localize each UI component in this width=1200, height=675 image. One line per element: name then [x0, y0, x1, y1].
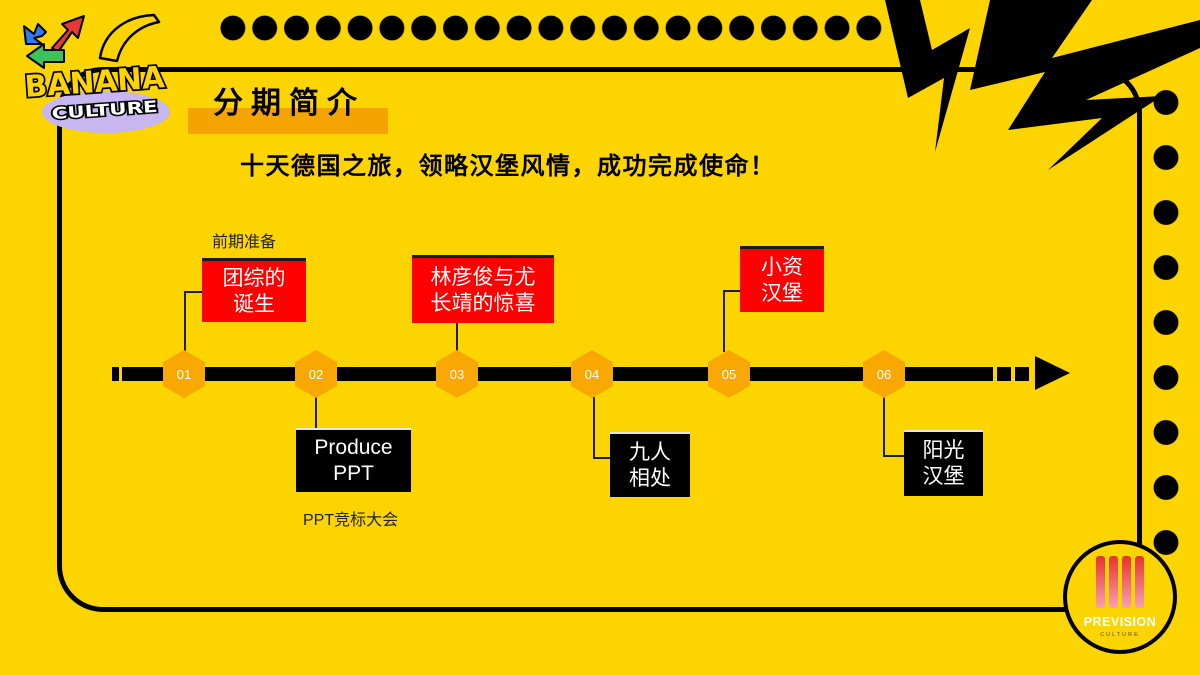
connector-05 [723, 290, 740, 292]
timeline-node-02: 02 [295, 350, 337, 398]
timeline-start-cap [112, 367, 119, 381]
green-arrow-icon [26, 43, 65, 69]
logo-bar [1135, 556, 1144, 608]
node-number: 01 [176, 366, 192, 382]
connector-02 [315, 397, 317, 428]
node-label-box-03: 林彦俊与尤 长靖的惊喜 [412, 255, 554, 323]
banana-culture-logo: BANANA CULTURE [22, 13, 170, 133]
node-label-line: 九人 [629, 440, 671, 464]
node-label-line: PPT [333, 462, 374, 485]
top-dot-pattern [217, 12, 885, 44]
timeline-end-cap [997, 367, 1011, 381]
node-label-line: 林彦俊与尤 [430, 265, 536, 289]
node-label-box-04: 九人 相处 [610, 432, 690, 497]
logo-text-culture: CULTURE [1100, 632, 1140, 638]
node-label-line: 诞生 [233, 292, 275, 316]
banana-icon [98, 13, 161, 63]
connector-03 [456, 322, 458, 352]
prevision-culture-logo: PREVISION CULTURE [1063, 540, 1177, 654]
red-arrow-icon [51, 15, 85, 53]
node-label-line: 汉堡 [922, 465, 965, 488]
lightning-bolt-large [970, 0, 1200, 170]
node-label-line: 团综的 [222, 266, 286, 290]
arrow-head-icon [1035, 356, 1070, 390]
logo-bar [1122, 556, 1131, 608]
node-label-line: 小资 [761, 255, 803, 279]
connector-04 [593, 397, 595, 458]
timeline-node-01: 01 [163, 350, 205, 398]
node-note-01: 前期准备 [212, 234, 277, 251]
logo-purple-blob [42, 91, 170, 133]
logo-bar [1096, 556, 1105, 608]
node-label-box-05: 小资 汉堡 [740, 246, 824, 312]
title-underline-bar [188, 108, 388, 134]
page-title: 分期简介 [213, 86, 365, 121]
connector-04 [593, 457, 610, 459]
node-label-box-02: Produce PPT [296, 428, 411, 492]
connector-06 [883, 397, 885, 456]
lightning-bolt-small [885, 0, 970, 152]
node-number: 05 [721, 366, 737, 382]
node-label-line: 汉堡 [761, 281, 803, 305]
logo-text-banana: BANANA [24, 60, 167, 105]
logo-circle [1063, 540, 1177, 654]
timeline-node-04: 04 [571, 350, 613, 398]
slide-subtitle: 十天德国之旅，领略汉堡风情，成功完成使命！ [240, 152, 776, 180]
connector-01 [184, 291, 186, 351]
node-label-box-01: 团综的 诞生 [202, 258, 306, 322]
timeline-node-05: 05 [708, 350, 750, 398]
slide-frame [57, 67, 1142, 612]
node-number: 06 [876, 366, 892, 382]
right-dot-pattern [1152, 75, 1180, 570]
node-label-line: 阳光 [922, 439, 965, 462]
connector-05 [723, 290, 725, 352]
timeline-end-cap [1015, 367, 1029, 381]
blue-arrow-icon [23, 23, 47, 45]
logo-text-prevision: PREVISION [1084, 615, 1157, 629]
lightning-bolt-icon [885, 0, 1200, 170]
node-label-line: 长靖的惊喜 [430, 291, 536, 315]
node-label-line: 相处 [629, 466, 671, 490]
node-number: 04 [584, 366, 600, 382]
node-label-line: Produce [314, 436, 393, 459]
connector-01 [184, 291, 202, 293]
timeline-axis [131, 367, 993, 381]
node-number: 02 [308, 366, 324, 382]
timeline-node-03: 03 [436, 350, 478, 398]
node-number: 03 [449, 366, 465, 382]
node-label-box-06: 阳光 汉堡 [904, 430, 983, 496]
logo-bar [1109, 556, 1118, 608]
timeline-start-cap [122, 367, 131, 381]
node-note-02: PPT竞标大会 [303, 512, 399, 529]
timeline-node-06: 06 [863, 350, 905, 398]
connector-06 [883, 455, 904, 457]
